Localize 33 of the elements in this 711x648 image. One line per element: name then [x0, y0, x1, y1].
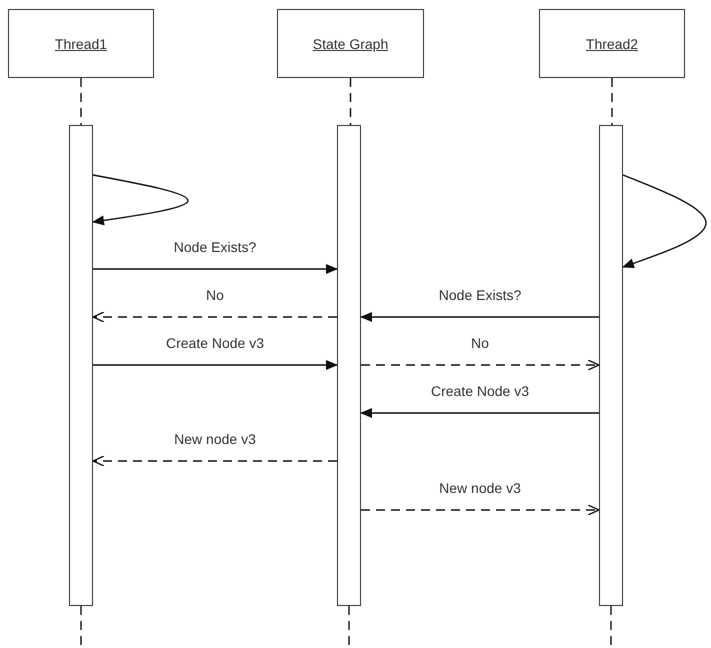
message-label: No [204, 287, 226, 303]
message-label: Create Node v3 [164, 335, 266, 351]
message-arrow [361, 359, 600, 371]
message-arrow [360, 312, 599, 322]
lifeline [348, 606, 350, 648]
message-label: New node v3 [437, 480, 523, 496]
lifeline-header [8, 9, 154, 78]
message-label: New node v3 [172, 431, 258, 447]
message-arrow [360, 408, 599, 418]
lifeline-header [539, 9, 685, 78]
lifeline [80, 606, 82, 648]
activation-bar [337, 125, 361, 606]
lifeline [611, 78, 613, 125]
message-label: Node Exists? [172, 239, 258, 255]
message-arrow [93, 264, 338, 274]
lifeline-header [277, 9, 424, 78]
lifeline [80, 78, 82, 125]
message-arrow [92, 311, 337, 323]
lifeline-name: Thread2 [586, 36, 638, 52]
activation-bar [599, 125, 623, 606]
message-arrow [361, 504, 600, 516]
lifeline [350, 78, 352, 125]
message-label: Node Exists? [436, 287, 524, 303]
self-call-arrow [92, 174, 189, 226]
lifeline-name: State Graph [312, 36, 388, 52]
message-arrow [93, 360, 338, 370]
message-arrow [92, 455, 337, 467]
message-label: Create Node v3 [428, 383, 532, 399]
lifeline [610, 606, 612, 648]
activation-bar [69, 125, 93, 606]
message-label: No [469, 335, 491, 351]
lifeline-name: Thread1 [54, 36, 108, 52]
self-call-arrow [622, 174, 707, 268]
